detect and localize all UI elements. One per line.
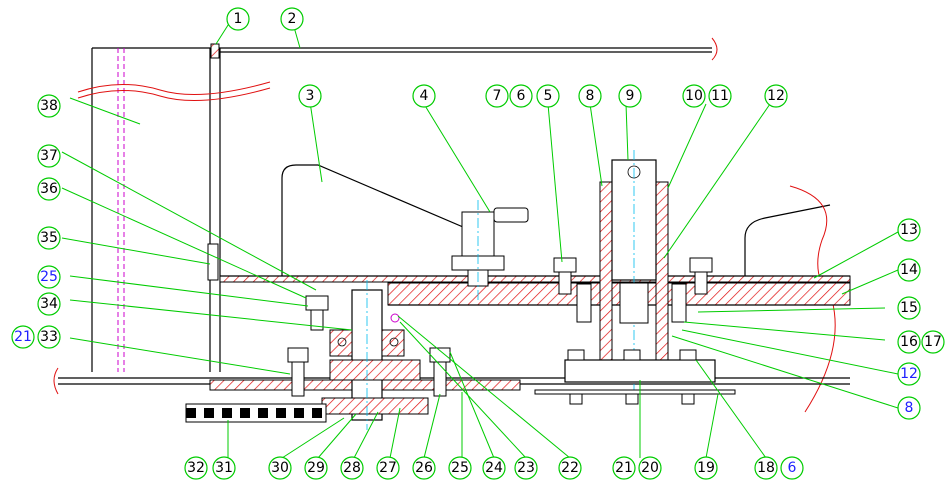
- callout-c1: 1: [226, 7, 250, 31]
- callout-label: 16: [900, 334, 918, 350]
- callout-c38: 38: [37, 94, 61, 118]
- callout-label: 31: [215, 460, 233, 476]
- callout-c37: 37: [37, 144, 61, 168]
- callout-label: 30: [271, 460, 289, 476]
- callout-label: 6: [517, 88, 526, 104]
- callout-label: 32: [187, 460, 205, 476]
- callout-c19: 19: [694, 456, 718, 480]
- callout-label: 8: [905, 400, 914, 416]
- callout-c36: 36: [37, 177, 61, 201]
- callout-c9: 9: [618, 84, 642, 108]
- callout-c29: 29: [304, 456, 328, 480]
- callout-label: 38: [40, 98, 58, 114]
- callout-label: 13: [900, 222, 918, 238]
- callout-label: 11: [711, 88, 729, 104]
- callout-c21a: 21: [11, 325, 35, 349]
- callout-c17: 17: [921, 330, 945, 354]
- callout-c33: 33: [37, 325, 61, 349]
- callout-c20: 20: [638, 456, 662, 480]
- callout-label: 28: [343, 460, 361, 476]
- callout-label: 10: [685, 88, 703, 104]
- clamp-handle: [451, 200, 529, 300]
- callout-c6: 6: [509, 84, 533, 108]
- callout-label: 25: [40, 269, 58, 285]
- callout-label: 36: [40, 181, 58, 197]
- callout-label: 34: [40, 296, 58, 312]
- callout-c35: 35: [37, 226, 61, 250]
- callout-label: 26: [415, 460, 433, 476]
- bracket-plate: [281, 164, 471, 278]
- callout-c12b: 12: [897, 362, 921, 386]
- callout-label: 24: [485, 460, 503, 476]
- callout-label: 1: [234, 11, 243, 27]
- base-block: [534, 359, 736, 395]
- callout-label: 6: [788, 460, 797, 476]
- callout-c5: 5: [536, 84, 560, 108]
- main-plate: [219, 275, 851, 306]
- callout-c26: 26: [412, 456, 436, 480]
- callout-label: 29: [307, 460, 325, 476]
- callout-label: 17: [924, 334, 942, 350]
- drive-chain: [185, 403, 327, 423]
- callout-label: 19: [697, 460, 715, 476]
- callout-c15: 15: [897, 296, 921, 320]
- callout-c4: 4: [412, 84, 436, 108]
- callout-c23: 23: [514, 456, 538, 480]
- callout-c24: 24: [482, 456, 506, 480]
- callout-c16: 16: [897, 330, 921, 354]
- drive-shaft: [321, 280, 429, 430]
- callout-label: 25: [451, 460, 469, 476]
- callout-label: 33: [40, 329, 58, 345]
- callout-label: 9: [626, 88, 635, 104]
- callout-c10: 10: [682, 84, 706, 108]
- callout-label: 7: [493, 88, 502, 104]
- callout-c34: 34: [37, 292, 61, 316]
- callout-c32: 32: [184, 456, 208, 480]
- callout-c22: 22: [558, 456, 582, 480]
- callout-c7: 7: [485, 84, 509, 108]
- callout-c3: 3: [298, 84, 322, 108]
- callout-label: 5: [544, 88, 553, 104]
- callout-c18: 18: [754, 456, 778, 480]
- callout-label: 23: [517, 460, 535, 476]
- callout-label: 12: [767, 88, 785, 104]
- callout-label: 22: [561, 460, 579, 476]
- callout-label: 3: [306, 88, 315, 104]
- callout-c25a: 25: [37, 265, 61, 289]
- callout-c31: 31: [212, 456, 236, 480]
- callout-c2: 2: [280, 7, 304, 31]
- callout-c25b: 25: [448, 456, 472, 480]
- frame-panel: [77, 47, 271, 372]
- callout-label: 18: [757, 460, 775, 476]
- callout-c21b: 21: [612, 456, 636, 480]
- callout-label: 27: [379, 460, 397, 476]
- leader-lines: [61, 19, 899, 459]
- callout-label: 4: [420, 88, 429, 104]
- callout-label: 14: [900, 262, 918, 278]
- callout-c12: 12: [764, 84, 788, 108]
- callout-c11: 11: [708, 84, 732, 108]
- callout-c28: 28: [340, 456, 364, 480]
- bolts: [207, 243, 713, 405]
- callout-label: 35: [40, 230, 58, 246]
- callout-c8: 8: [578, 84, 602, 108]
- callout-c13: 13: [897, 218, 921, 242]
- callout-label: 37: [40, 148, 58, 164]
- callout-label: 12: [900, 366, 918, 382]
- callout-label: 20: [641, 460, 659, 476]
- callout-label: 2: [288, 11, 297, 27]
- callout-c27: 27: [376, 456, 400, 480]
- callout-label: 15: [900, 300, 918, 316]
- callout-label: 21: [14, 329, 32, 345]
- callout-c30: 30: [268, 456, 292, 480]
- callout-label: 21: [615, 460, 633, 476]
- callout-label: 8: [586, 88, 595, 104]
- callout-c14: 14: [897, 258, 921, 282]
- callout-c8b: 8: [897, 396, 921, 420]
- callout-c6b: 6: [780, 456, 804, 480]
- top-plate: [210, 37, 718, 61]
